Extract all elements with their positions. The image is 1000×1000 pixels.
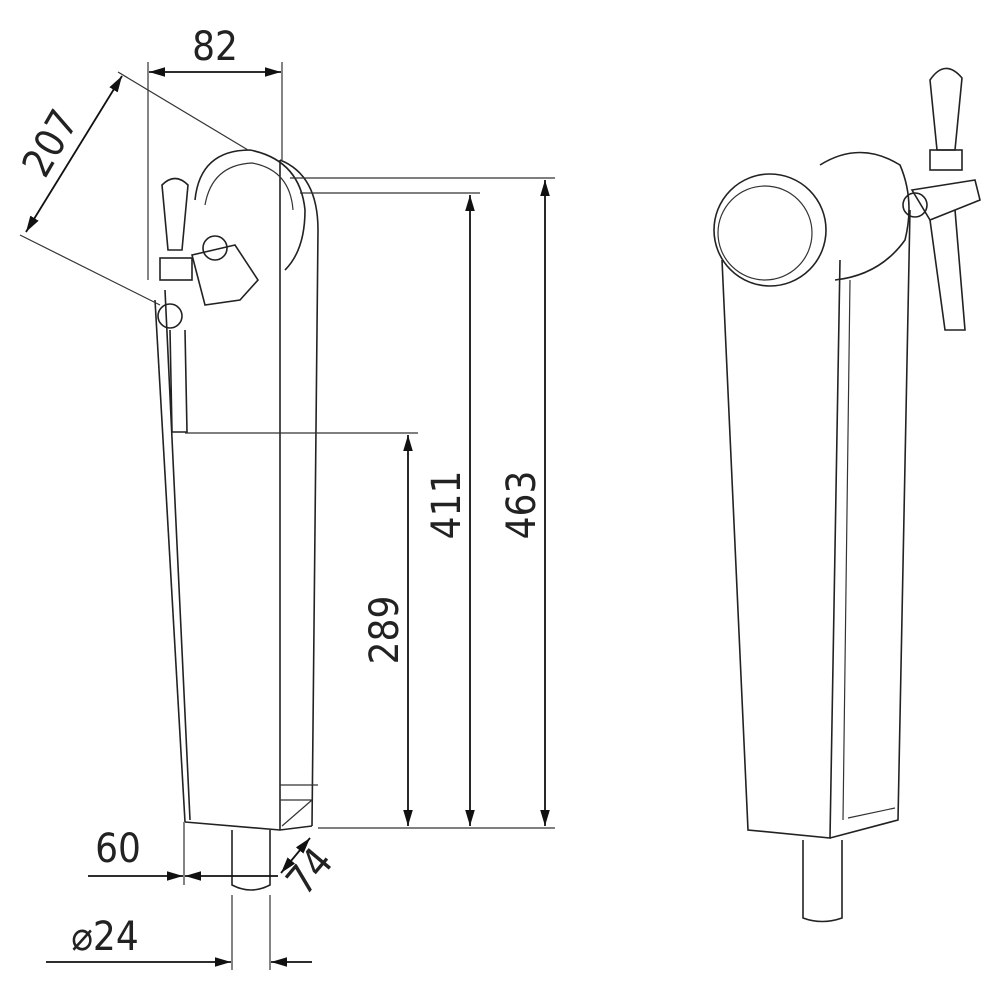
tap-spout [929,209,966,331]
tower-side-face [829,209,911,839]
top-cap-back [819,151,910,281]
tap-knob [157,303,183,329]
tap-collar [159,257,193,281]
tap-collar [929,149,963,171]
dimension-289: 289 [185,432,418,826]
tap-faucet [902,67,981,331]
pipe [802,840,843,923]
top-cap [194,149,306,271]
tap-faucet [157,177,260,433]
back-plate [279,159,319,827]
pipe [231,830,271,891]
tap-handle [929,67,963,151]
perspective-view [713,67,981,923]
dimension-463: 463 [290,177,555,829]
tower-front-edge [154,299,186,823]
tap-body [910,179,981,221]
base-box [280,784,318,827]
tower-front-face [721,259,841,839]
tower-side-inner [842,279,896,821]
dim-label-411: 411 [424,471,470,540]
dim-label-207: 207 [14,102,88,184]
tap-nut [902,192,928,218]
dim-label-60: 60 [95,826,141,872]
dimension-60: 60 [88,822,278,885]
dimension-411: 411 [300,192,480,826]
dimension-207: 207 [14,71,249,306]
top-disc-inner [717,185,813,281]
dim-label-289: 289 [362,596,408,665]
tower-front-inner-edge [164,289,191,821]
top-cap-inner [204,162,294,211]
dim-label-463: 463 [499,471,545,540]
tap-spout [169,329,188,433]
base-bottom [184,821,313,831]
side-view [154,149,319,891]
tap-handle [161,177,189,251]
dimension-82: 82 [147,24,283,280]
tap-nut [202,235,228,261]
top-disc-outer [713,173,827,287]
dim-label-82: 82 [192,24,238,70]
tap-body [191,244,260,306]
dim-label-24: ⌀24 [71,914,138,960]
dim-label-74: 74 [278,839,343,904]
dimension-74: 74 [278,837,343,904]
dimension-diameter-24: ⌀24 [46,895,312,970]
